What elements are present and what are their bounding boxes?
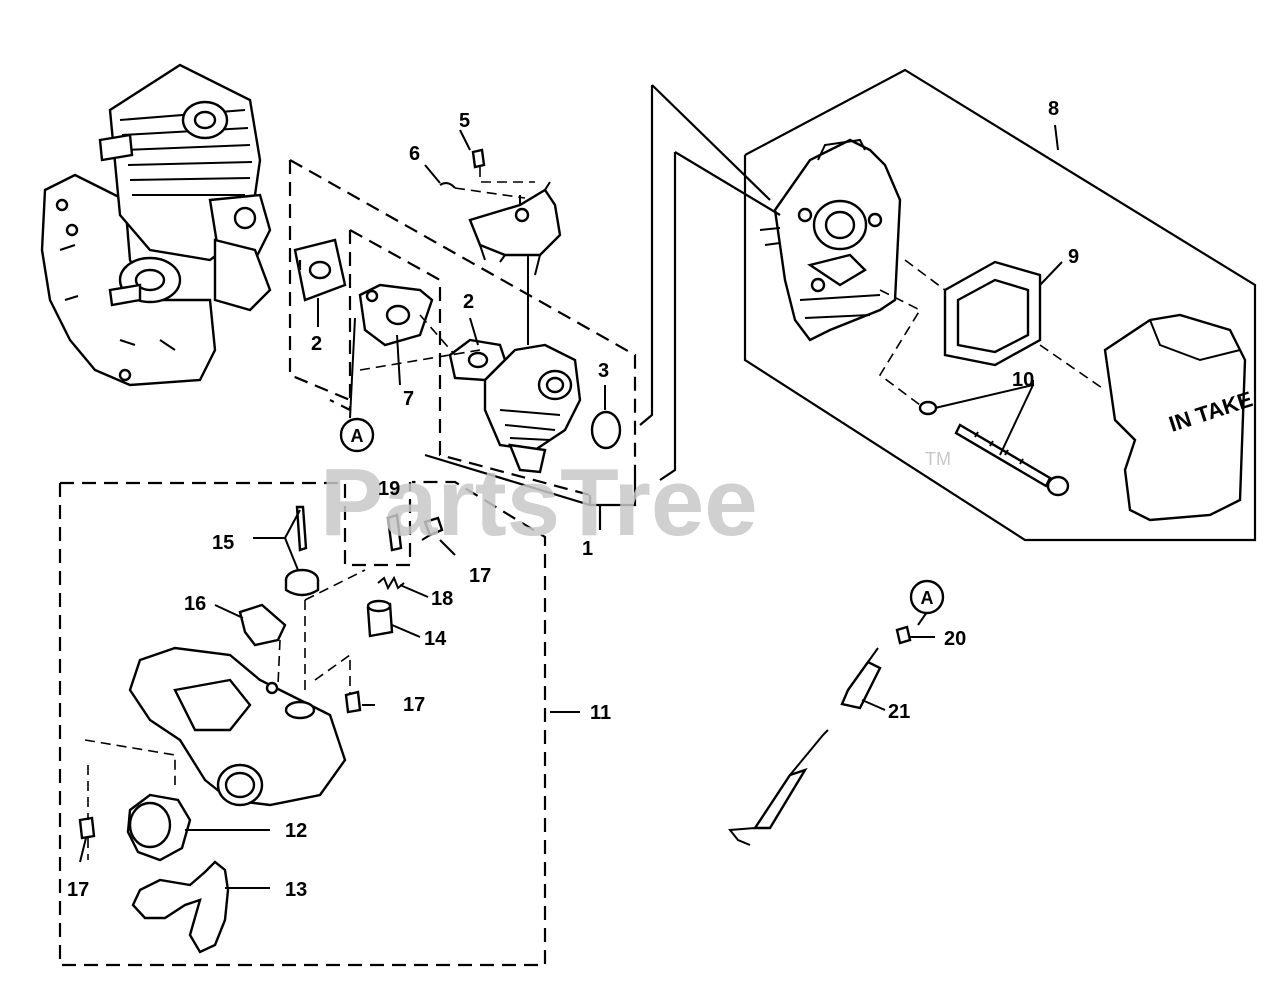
label-part-15: 15	[212, 532, 234, 554]
label-part-5: 5	[459, 110, 470, 132]
air-filter-element	[943, 260, 1042, 367]
label-part-20: 20	[944, 628, 966, 650]
label-part-3: 3	[598, 360, 609, 382]
air-filter-cover: IN TAKE	[1103, 313, 1256, 522]
gasket-3	[590, 410, 622, 450]
screw-17-top	[423, 516, 444, 537]
screw-17-left	[78, 816, 96, 840]
callout-a-right: A	[921, 588, 934, 608]
label-part-7: 7	[403, 388, 414, 410]
label-part-17-mid: 17	[403, 694, 425, 716]
label-part-10: 10	[1012, 369, 1034, 391]
label-part-11: 11	[590, 702, 611, 724]
spring-18	[377, 575, 405, 591]
leader-lines	[79, 124, 1063, 889]
label-part-13: 13	[285, 879, 307, 901]
callout-a-left: A	[351, 426, 364, 446]
label-part-19: 19	[378, 478, 400, 500]
screw-17-mid	[344, 690, 362, 714]
label-part-8: 8	[1048, 98, 1059, 120]
fuel-cap	[126, 793, 192, 862]
callout-circle-a-right	[909, 579, 945, 615]
part-number-labels: 1 2 2 3 5 6 7 8 9 10 11 12 13 14 15 16 1…	[67, 98, 1079, 901]
watermark-brand: PartsTree	[320, 449, 758, 556]
bolt-10	[954, 423, 1070, 497]
spark-plug-assembly	[728, 625, 912, 846]
engine-block	[40, 63, 272, 387]
clip-16	[238, 603, 287, 647]
label-part-1: 1	[582, 538, 593, 560]
pin-6	[439, 182, 456, 189]
label-part-6: 6	[409, 143, 420, 165]
air-filter-base	[759, 138, 902, 342]
callout-circle-a-left	[339, 417, 375, 453]
label-part-16: 16	[184, 593, 206, 615]
label-part-14: 14	[424, 628, 447, 650]
carburetor	[483, 255, 582, 474]
label-part-9: 9	[1068, 246, 1079, 268]
fuel-tank	[128, 646, 347, 807]
cap-tether	[131, 860, 230, 954]
label-part-18: 18	[431, 588, 453, 610]
label-part-17-left: 17	[67, 879, 89, 901]
label-part-2-left: 2	[311, 333, 322, 355]
label-part-17-top: 17	[469, 565, 491, 587]
part-19	[386, 513, 403, 552]
fuel-filter	[366, 599, 394, 638]
screw-5	[471, 148, 486, 169]
washer-10	[918, 400, 938, 416]
watermark-tm: TM	[925, 449, 951, 469]
throttle-linkage	[468, 181, 562, 276]
label-part-2-middle: 2	[463, 291, 474, 313]
fuel-line	[295, 505, 308, 552]
label-part-21: 21	[888, 701, 910, 723]
label-part-12: 12	[285, 820, 307, 842]
